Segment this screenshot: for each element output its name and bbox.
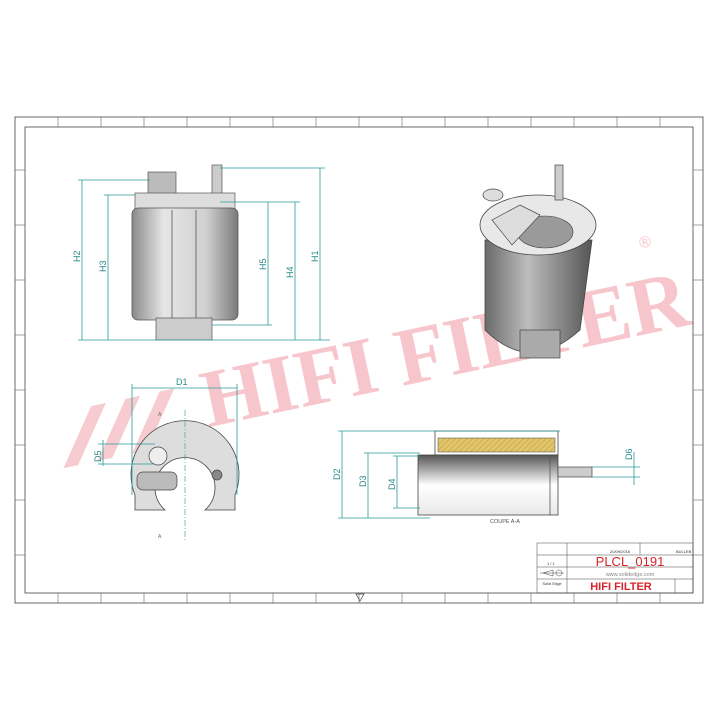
section-marker-bottom: A	[158, 534, 162, 540]
dim-h3: H3	[98, 260, 108, 272]
dim-d2: D2	[332, 468, 342, 480]
dim-d4: D4	[387, 478, 397, 490]
section-marker-top: A	[158, 412, 162, 418]
watermark-text: HIFI FILTER	[193, 253, 698, 445]
tb-website: www.solidedge.com	[605, 572, 655, 578]
dim-d3: D3	[358, 475, 368, 487]
bottom-view: A A	[130, 410, 240, 540]
dim-h4: H4	[285, 266, 295, 278]
tb-date: 20/09/2016	[610, 549, 631, 554]
frame-ticks	[15, 117, 703, 603]
section-dimensions: D2 D3 D4 D6	[332, 430, 640, 519]
dim-d6: D6	[624, 448, 634, 460]
tb-sheet: 1 / 1	[547, 561, 556, 566]
section-caption: COUPE A-A	[490, 519, 520, 525]
dim-h5: H5	[258, 258, 268, 270]
tb-brand: HIFI FILTER	[590, 581, 652, 593]
projection-symbol-icon	[540, 569, 564, 577]
front-view	[131, 164, 239, 341]
isometric-view	[479, 164, 597, 359]
tb-reference: PLCL_0191	[596, 554, 665, 569]
section-view: COUPE A-A	[417, 430, 593, 525]
title-block	[536, 542, 694, 594]
dim-h1: H1	[310, 250, 320, 262]
dim-d1: D1	[176, 377, 188, 387]
tb-drawn-by: BULLEB	[676, 549, 692, 554]
bottom-dimensions: D1 D5	[93, 377, 238, 495]
dim-d5: D5	[93, 450, 103, 462]
watermark-registered: ®	[638, 233, 653, 252]
tb-software: Solid Edge	[542, 581, 562, 586]
filter-media	[437, 437, 556, 453]
front-dimensions: H2 H3 H5 H4 H1	[72, 167, 330, 341]
center-mark-icon	[355, 593, 365, 602]
dim-h2: H2	[72, 250, 82, 262]
